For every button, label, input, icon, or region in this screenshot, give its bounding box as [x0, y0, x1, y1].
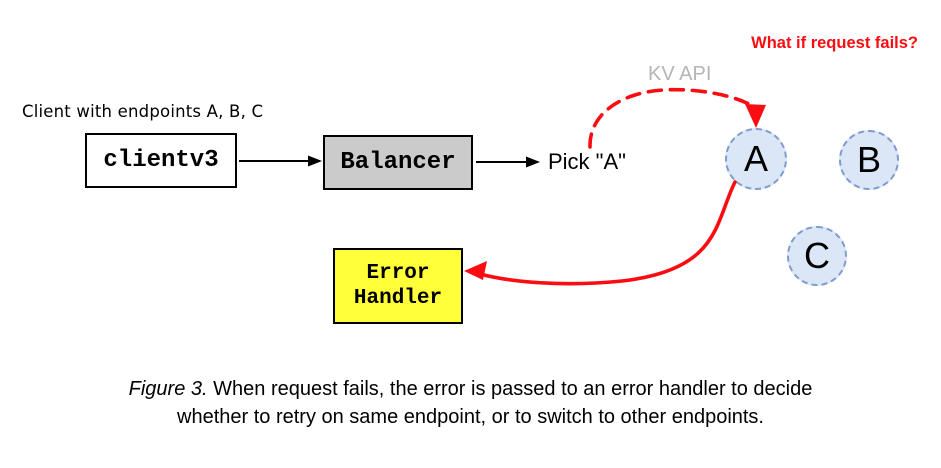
endpoint-b-label: B — [856, 139, 881, 180]
clientv3-node-label: clientv3 — [103, 147, 219, 174]
balancer-node-label: Balancer — [340, 149, 456, 176]
client-to-balancer-arrow — [239, 155, 322, 167]
error-handler-label-line1: Error — [366, 262, 430, 285]
arrowhead-icon — [464, 261, 487, 280]
pick-a-label: Pick "A" — [548, 149, 626, 174]
balancer-node: Balancer — [323, 135, 473, 190]
endpoint-a-label: A — [743, 138, 768, 179]
arrowhead-icon — [308, 155, 322, 167]
endpoint-circle-b: B — [839, 130, 899, 190]
figure-caption: Figure 3. When request fails, the error … — [0, 376, 941, 431]
endpoint-c-label: C — [804, 235, 830, 276]
endpoint-circle-c: C — [787, 226, 847, 286]
client-endpoints-label: Client with endpoints A, B, C — [22, 102, 264, 121]
error-handler-label-line2: Handler — [353, 287, 443, 310]
arrowhead-icon — [526, 156, 540, 168]
figure-number: Figure 3. — [128, 378, 208, 400]
error-handler-node: Error Handler — [333, 248, 463, 324]
figure-caption-line1: Figure 3. When request fails, the error … — [0, 376, 941, 404]
endpoint-circle-a: A — [725, 128, 787, 190]
request-fails-question: What if request fails? — [751, 34, 918, 52]
figure-caption-line2: whether to retry on same endpoint, or to… — [177, 405, 764, 428]
kv-api-label: KV API — [648, 63, 712, 85]
clientv3-node: clientv3 — [85, 133, 237, 188]
failure-to-error-handler-arrow — [464, 180, 737, 286]
figure-caption-line1-text: When request fails, the error is passed … — [207, 378, 813, 400]
arrowhead-icon — [745, 104, 766, 128]
balancer-to-pick-arrow — [476, 156, 540, 168]
